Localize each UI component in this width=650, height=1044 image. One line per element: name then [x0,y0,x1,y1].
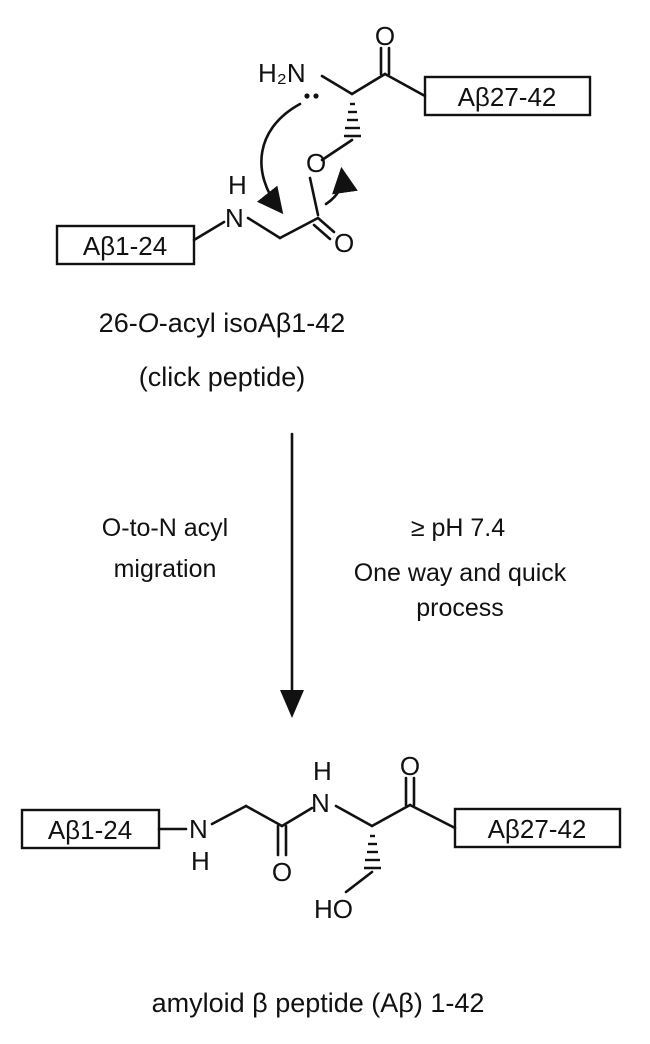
amide-n1: N [189,814,208,844]
top-caption-line2: (click peptide) [139,362,306,392]
bottom-structure: Aβ1-24 Aβ27-42 N H O H N O [20,751,622,924]
lone-pair-dot [304,93,310,99]
bond-c-n2 [280,806,314,828]
top-box-left [55,224,196,266]
ester-o: O [306,148,326,178]
bond-n1-ch2 [210,804,248,826]
top-box-left-label: Aβ1-24 [83,231,167,261]
amine-label: H₂N [258,58,306,88]
reaction-right-line2: One way and quick [354,559,567,587]
curved-arrow-release [324,166,358,206]
bond-ch2-oh [344,870,374,894]
bond-c-box-right [408,803,457,830]
bond-calpha-c [350,72,387,96]
hydroxyl-label: HO [314,894,353,924]
bond-n2-calpha [334,804,374,828]
hashed-wedge-bottom [364,834,381,870]
mid-carbonyl-o: O [272,857,292,887]
ester-carbonyl-o: O [334,228,354,258]
bottom-caption: amyloid β peptide (Aβ) 1-42 [152,988,485,1018]
top-structure: Aβ27-42 Aβ1-24 H₂N O O [55,21,592,266]
bond-ester-co-b [312,223,332,241]
nh-h: H [228,170,247,200]
top-box-right-label: Aβ27-42 [458,82,557,112]
bottom-carbonyl-o: O [400,751,420,781]
bottom-box-left [20,808,161,850]
bond-ch2-n [246,216,282,240]
amide-n2: N [311,788,330,818]
reaction-left-line2: migration [114,555,217,583]
top-caption-line1: 26-O-acyl isoAβ1-42 [99,308,346,338]
nh-n: N [225,203,244,233]
reaction-right-line3: process [416,594,504,622]
bond-o-esterc [308,176,320,217]
bond-ch2-c [244,804,284,828]
bond-c-box [383,72,427,98]
bond-calpha-c [370,803,412,828]
reaction-arrow-head [280,690,304,718]
amide-h1: H [191,846,210,876]
bottom-box-left-label: Aβ1-24 [48,815,132,845]
bond-n-calpha [320,74,354,96]
bond-n-box [192,220,226,242]
bond-ester-co-a [316,216,336,234]
bottom-box-right-label: Aβ27-42 [488,814,587,844]
amide-h2: H [313,756,332,786]
bond-ch2-o [320,138,354,162]
curved-arrow-attack [256,102,302,215]
reaction-right-line1: ≥ pH 7.4 [411,514,505,542]
top-carbonyl-o: O [375,21,395,51]
bond-esterc-ch2 [278,216,320,240]
lone-pair-dot [313,93,319,99]
reaction-left-line1: O-to-N acyl [102,514,228,542]
hashed-wedge-top [344,102,361,138]
